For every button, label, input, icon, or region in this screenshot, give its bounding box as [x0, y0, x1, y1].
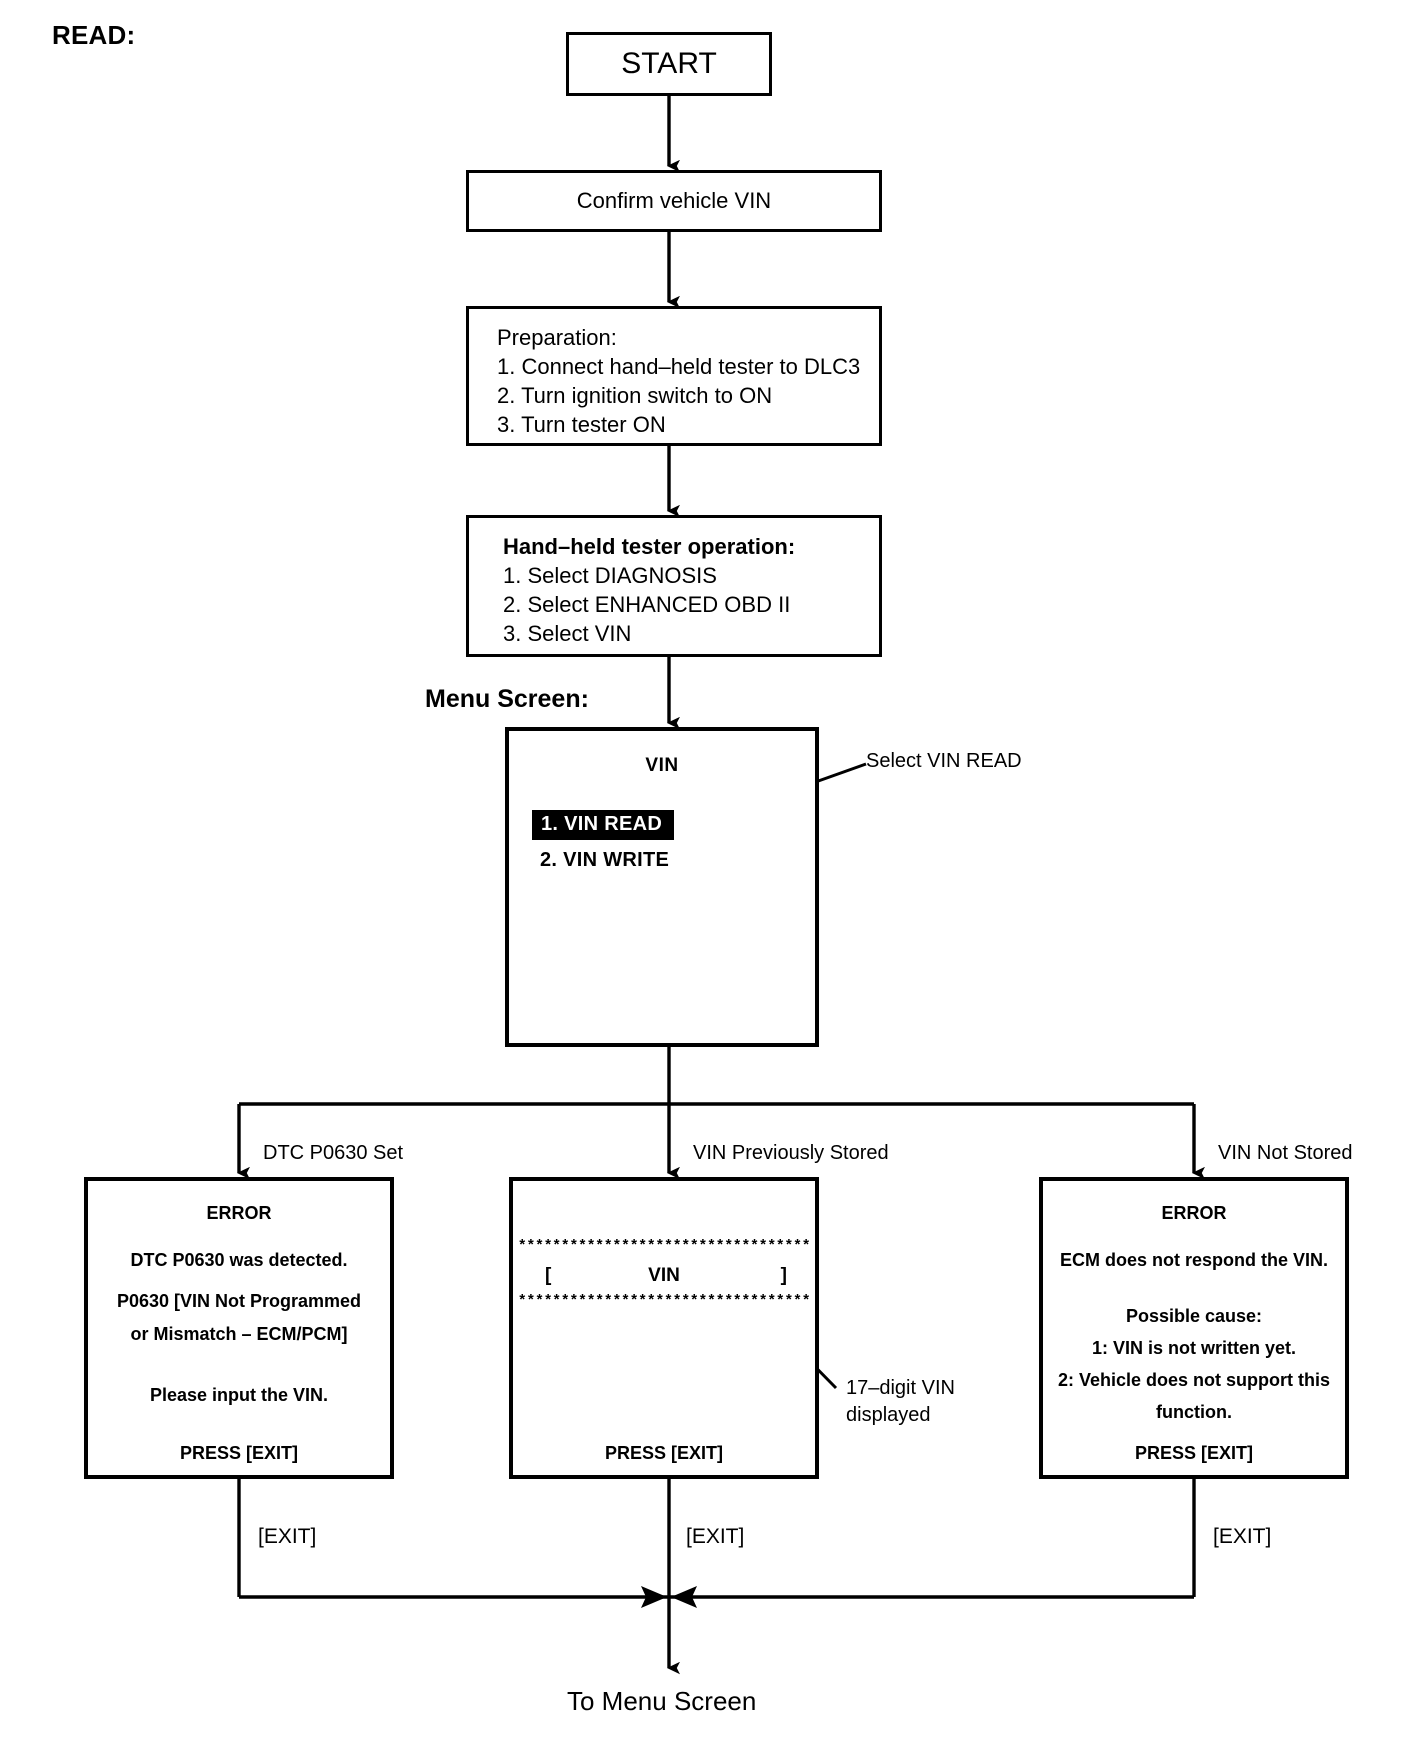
branch-label-vin-previously-stored: VIN Previously Stored: [693, 1142, 889, 1164]
tester-operation-step-3: 3. Select VIN: [503, 621, 632, 646]
result-screen-dtc-set: ERROR DTC P0630 was detected. P0630 [VIN…: [84, 1177, 394, 1479]
tester-operation-step-2: 2. Select ENHANCED OBD II: [503, 592, 791, 617]
vin-stored-stars-top: **********************************: [517, 1238, 811, 1255]
dtc-set-title: ERROR: [206, 1203, 272, 1223]
node-to-menu-screen: To Menu Screen: [567, 1686, 757, 1716]
vin-stored-stars-bottom: **********************************: [517, 1293, 811, 1310]
callout-17-digit-vin-line1: 17–digit VIN: [846, 1377, 955, 1399]
menu-item-vin-write[interactable]: 2. VIN WRITE: [540, 849, 670, 871]
preparation-step-1: 1. Connect hand–held tester to DLC3: [497, 354, 861, 379]
callout-select-vin-read: Select VIN READ: [866, 750, 1022, 772]
dtc-set-line-3: or Mismatch – ECM/PCM]: [130, 1324, 348, 1344]
exit-label-middle: [EXIT]: [686, 1525, 745, 1548]
vin-not-stored-footer: PRESS [EXIT]: [1134, 1443, 1254, 1463]
callout-17-digit-vin-line2: displayed: [846, 1404, 931, 1426]
branch-label-dtc-set: DTC P0630 Set: [263, 1142, 404, 1164]
tester-operation-step-1: 1. Select DIAGNOSIS: [503, 563, 717, 588]
vin-not-stored-title: ERROR: [1161, 1203, 1227, 1223]
dtc-set-line-2: P0630 [VIN Not Programmed: [116, 1291, 362, 1311]
vin-not-stored-line-1: ECM does not respond the VIN.: [1059, 1250, 1328, 1270]
result-screen-vin-not-stored: ERROR ECM does not respond the VIN. Poss…: [1039, 1177, 1349, 1479]
vin-stored-vin-row: [ VIN ]: [513, 1265, 815, 1287]
vin-bracket-left: [: [545, 1265, 552, 1286]
node-preparation: Preparation: 1. Connect hand–held tester…: [466, 306, 882, 446]
result-screen-vin-stored: ********************************** [ VIN…: [509, 1177, 819, 1479]
exit-label-left: [EXIT]: [258, 1525, 317, 1548]
tester-menu-screen: VIN 1. VIN READ 2. VIN WRITE: [505, 727, 819, 1047]
page-title: READ:: [52, 20, 136, 50]
node-confirm-vin: Confirm vehicle VIN: [466, 170, 882, 232]
menu-item-vin-read[interactable]: 1. VIN READ: [532, 810, 675, 840]
node-start-label: START: [621, 47, 717, 80]
merge-arrowheads: [641, 1586, 697, 1608]
node-tester-operation: Hand–held tester operation: 1. Select DI…: [466, 515, 882, 657]
dtc-set-line-1: DTC P0630 was detected.: [130, 1250, 348, 1270]
node-confirm-vin-label: Confirm vehicle VIN: [576, 188, 772, 213]
vin-stored-vin-text: VIN: [648, 1265, 680, 1286]
vin-not-stored-line-3: 1: VIN is not written yet.: [1091, 1338, 1297, 1358]
vin-not-stored-line-4: 2: Vehicle does not support this: [1057, 1370, 1331, 1390]
menu-screen-label: Menu Screen:: [425, 685, 589, 713]
branch-label-vin-not-stored: VIN Not Stored: [1218, 1142, 1353, 1164]
preparation-step-2: 2. Turn ignition switch to ON: [497, 383, 773, 408]
vin-not-stored-line-2: Possible cause:: [1125, 1306, 1263, 1326]
preparation-step-3: 3. Turn tester ON: [497, 412, 666, 437]
dtc-set-line-4: Please input the VIN.: [149, 1385, 329, 1405]
exit-label-right: [EXIT]: [1213, 1525, 1272, 1548]
preparation-title: Preparation:: [497, 325, 617, 350]
dtc-set-footer: PRESS [EXIT]: [179, 1443, 299, 1463]
vin-not-stored-line-5: function.: [1156, 1402, 1232, 1422]
menu-screen-title: VIN: [645, 755, 679, 776]
node-start: START: [566, 32, 772, 96]
callout-17-digit-vin: 17–digit VIN displayed: [846, 1375, 955, 1429]
vin-stored-footer: PRESS [EXIT]: [604, 1443, 724, 1463]
tester-operation-title: Hand–held tester operation:: [503, 534, 796, 559]
vin-bracket-right: ]: [780, 1265, 787, 1286]
